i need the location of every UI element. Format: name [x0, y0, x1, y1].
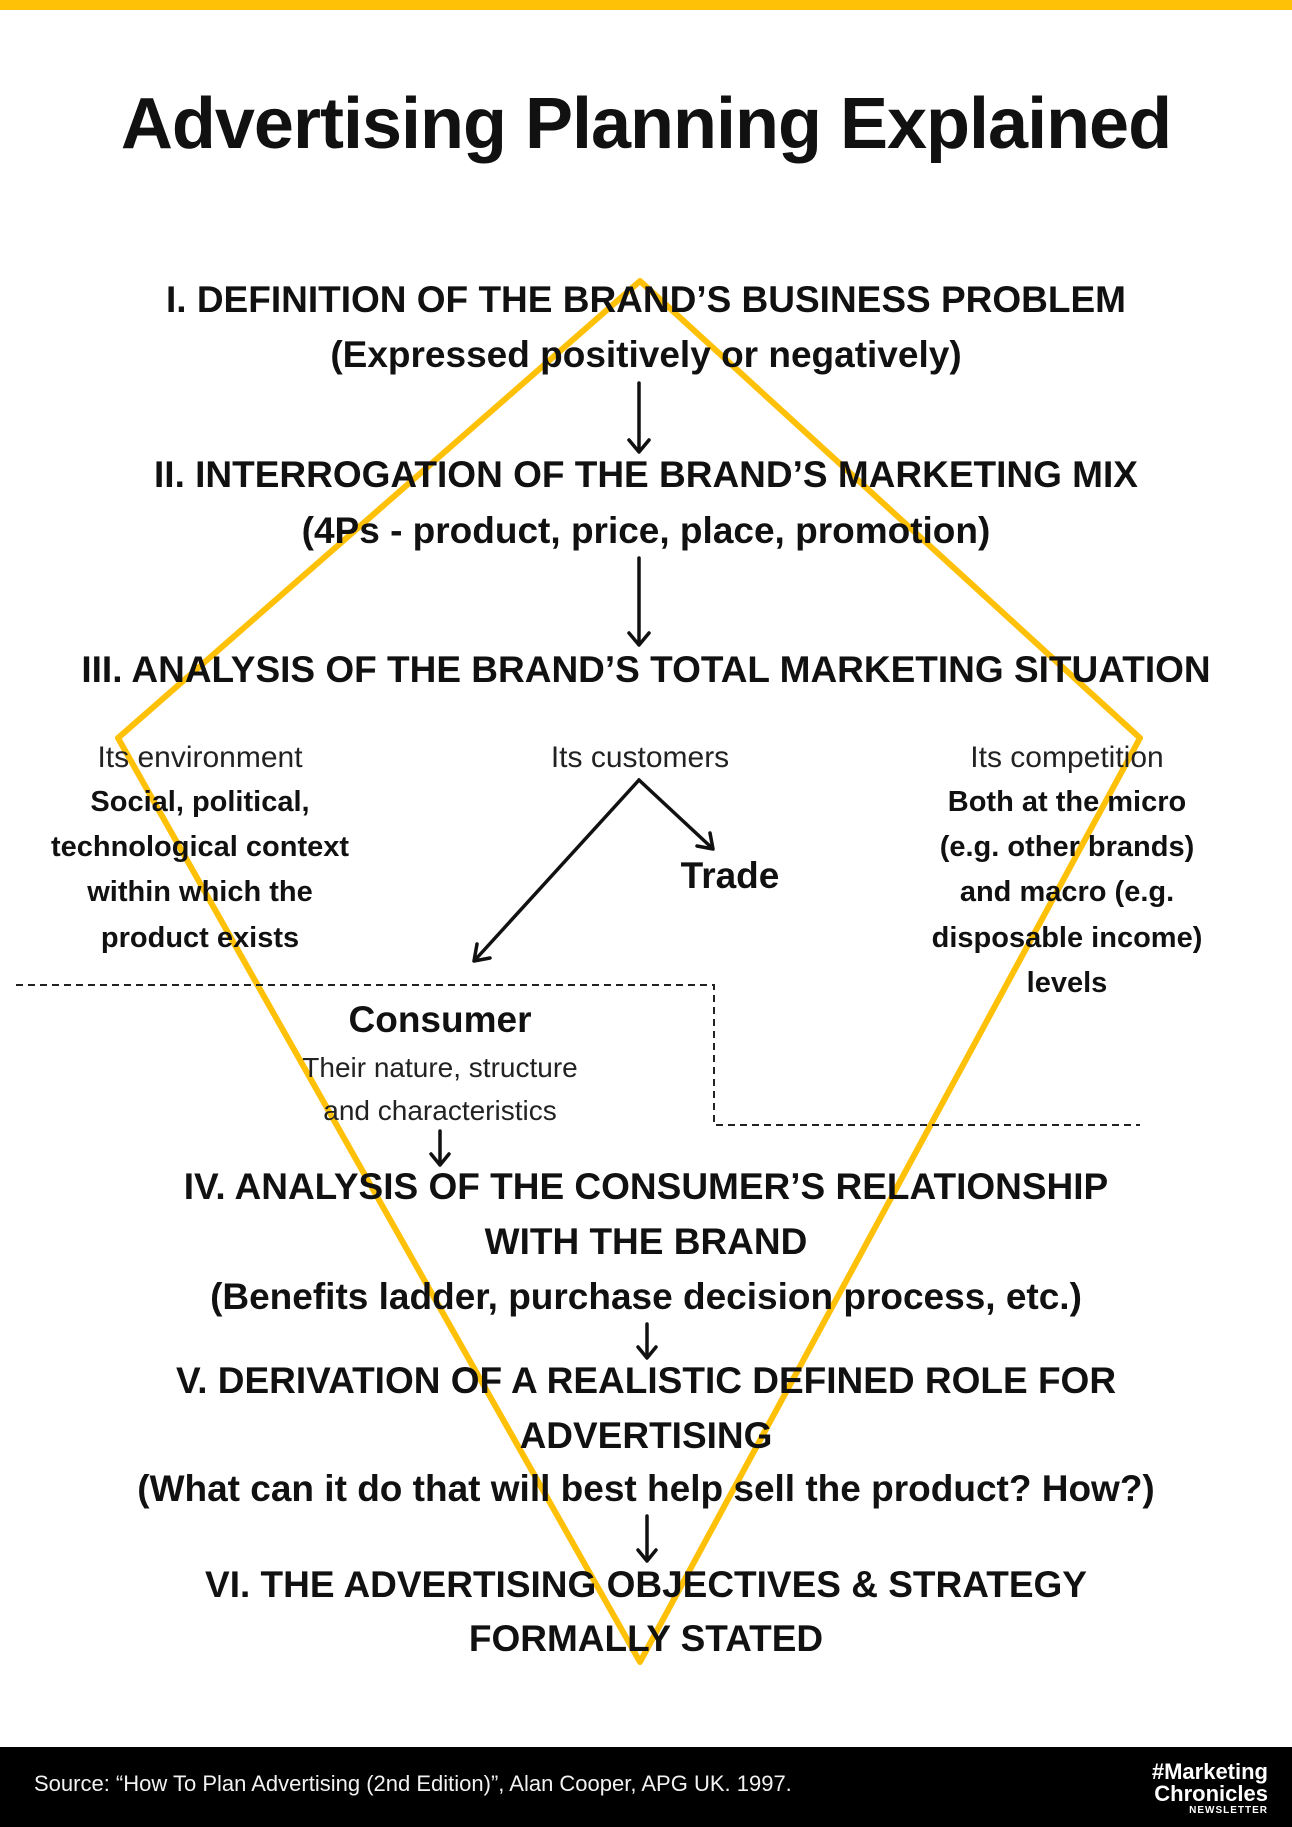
arrow-step5-to-step6	[636, 1514, 658, 1563]
arrow-consumer-to-step4	[429, 1129, 451, 1167]
step-5-subtitle: (What can it do that will best help sell…	[137, 1468, 1155, 1509]
environment-detail-line: product exists	[100, 922, 300, 954]
competition-detail-line: Both at the micro	[947, 786, 1187, 818]
competition-detail-line: disposable income)	[931, 922, 1203, 954]
step-2-title: II. INTERROGATION OF THE BRAND’S MARKETI…	[154, 454, 1138, 495]
environment-detail-line: Social, political,	[90, 786, 310, 818]
trade-label: Trade	[680, 855, 780, 896]
step-5-title-line: ADVERTISING	[519, 1415, 773, 1456]
competition-detail-line: and macro (e.g.	[959, 876, 1175, 908]
logo-hashtag-line: #Marketing	[1151, 1759, 1268, 1784]
environment-detail-line: within which the	[87, 876, 313, 908]
consumer-boundary-dashed-line	[16, 984, 1140, 1126]
arrow-step2-to-step3	[627, 556, 651, 647]
footer-bar: Source: “How To Plan Advertising (2nd Ed…	[0, 1747, 1292, 1827]
source-citation: Source: “How To Plan Advertising (2nd Ed…	[34, 1771, 792, 1796]
step-3-title: III. ANALYSIS OF THE BRAND’S TOTAL MARKE…	[81, 649, 1211, 690]
consumer-title: Consumer	[348, 999, 532, 1040]
logo-newsletter-line: NEWSLETTER	[1189, 1805, 1268, 1816]
arrow-customers-to-consumer	[472, 778, 641, 963]
step-6-title-line: FORMALLY STATED	[468, 1618, 824, 1659]
step-4-title-line: WITH THE BRAND	[484, 1221, 808, 1262]
arrow-step4-to-step5	[636, 1322, 658, 1360]
competition-detail-line: (e.g. other brands)	[939, 831, 1195, 863]
diagram-graphics	[16, 278, 1143, 1665]
step-5-title-line: V. DERIVATION OF A REALISTIC DEFINED ROL…	[175, 1360, 1117, 1401]
arrow-customers-to-trade	[637, 778, 715, 851]
step-2-subtitle: (4Ps - product, price, place, promotion)	[301, 510, 991, 551]
consumer-description-line: and characteristics	[323, 1095, 557, 1126]
arrow-step1-to-step2	[627, 381, 651, 454]
competition-label: Its competition	[970, 741, 1164, 774]
step-6-title-line: VI. THE ADVERTISING OBJECTIVES & STRATEG…	[205, 1564, 1087, 1605]
step-4-title-line: IV. ANALYSIS OF THE CONSUMER’S RELATIONS…	[183, 1166, 1109, 1207]
diamond-outline	[115, 278, 1143, 1665]
environment-label: Its environment	[97, 741, 303, 774]
environment-detail-line: technological context	[50, 831, 350, 863]
top-accent-bar	[0, 0, 1292, 10]
competition-detail-line: levels	[1026, 967, 1108, 999]
consumer-description-line: Their nature, structure	[302, 1052, 578, 1083]
page-title: Advertising Planning Explained	[120, 84, 1172, 164]
newsletter-logo: #Marketing Chronicles NEWSLETTER	[1151, 1759, 1268, 1817]
step-1-subtitle: (Expressed positively or negatively)	[330, 334, 962, 375]
step-4-subtitle: (Benefits ladder, purchase decision proc…	[210, 1276, 1082, 1317]
customers-label: Its customers	[550, 741, 730, 774]
logo-name-line: Chronicles	[1154, 1781, 1268, 1806]
step-1-title: I. DEFINITION OF THE BRAND’S BUSINESS PR…	[166, 279, 1126, 320]
